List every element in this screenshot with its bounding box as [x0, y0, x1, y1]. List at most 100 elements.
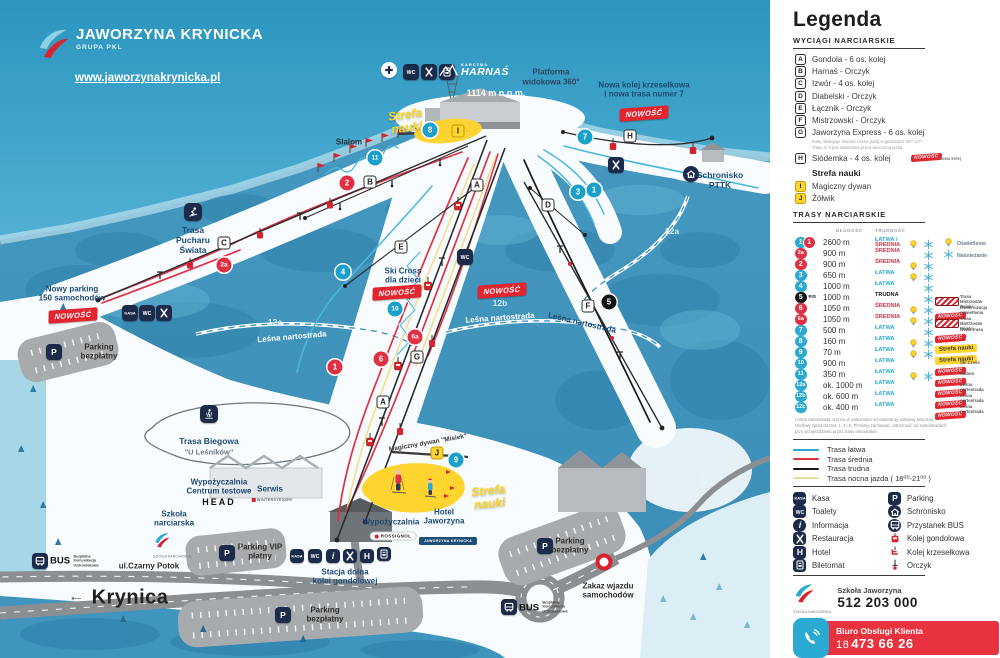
trail-marker-3: 3	[570, 184, 586, 200]
svg-text:P: P	[224, 548, 230, 558]
bus-stop-label: BUS	[49, 555, 71, 567]
trail-difficulty: TRUDNA	[875, 291, 899, 298]
trail-length: 70 m	[823, 348, 841, 358]
lift-letter-badge: E	[795, 102, 806, 114]
trail-length: 1000 m	[823, 282, 850, 292]
restaurant-icon	[421, 64, 437, 80]
parking-icon: P	[275, 607, 291, 623]
trail-length: 900 m	[823, 249, 846, 259]
parking-icon: P	[888, 491, 901, 505]
contact-block: SZKOŁA NARCIARSKA Szkoła Jaworzyna 512 2…	[793, 582, 999, 658]
kasa-icon: KASA	[793, 491, 806, 505]
facility-label: Informacja	[812, 520, 849, 530]
trail-marker-2a: 2a	[216, 257, 232, 273]
hotel-logo: JAWORZYNA KRYNICKA	[418, 537, 478, 545]
xc-trail-name: "U Leśników"	[184, 447, 234, 457]
facility-label: Biletomat	[812, 560, 845, 570]
head-logo: HEAD	[202, 497, 236, 507]
website-link[interactable]: www.jaworzynakrynicka.pl	[75, 72, 221, 84]
school-contact: SZKOŁA NARCIARSKA Szkoła Jaworzyna 512 2…	[793, 582, 990, 614]
school-label: Szkoła Jaworzyna	[837, 586, 902, 596]
mountain-icon	[439, 63, 458, 76]
trail-length: 500 m	[823, 326, 846, 336]
snowmaking-icon	[923, 369, 934, 387]
trail-type-label: Trasa łatwa	[827, 445, 866, 454]
nowosc-badge: NOWOŚĆ	[477, 281, 527, 298]
map-artwork	[0, 0, 770, 658]
facility-label: Orczyk	[907, 560, 932, 570]
trail-length: 900 m	[823, 359, 846, 369]
svg-text:WC: WC	[143, 311, 152, 317]
svg-text:P: P	[280, 610, 286, 620]
trail-note: Trasa Mistrzostw Polski	[960, 294, 983, 310]
trail-length: 1000 m	[823, 293, 850, 303]
gondola-icon	[888, 532, 901, 545]
lifts-heading: WYCIĄGI NARCIARSKIE	[793, 36, 896, 45]
snowmaking-icon	[923, 336, 934, 354]
school-phone[interactable]: 512 203 000	[837, 595, 918, 611]
trail-marker-6: 6	[373, 351, 389, 367]
trail-marker-8: 8	[422, 122, 438, 138]
lift-name: Łącznik - Orczyk	[812, 103, 872, 113]
restaurant-icon	[156, 305, 172, 321]
footnote: Leśna nartostrada czynna w zależności od…	[795, 416, 947, 435]
lift-marker-A: A	[470, 178, 484, 192]
info-icon: i	[326, 549, 340, 563]
facility-label: Toalety	[812, 507, 837, 517]
lift-letter-badge: A	[795, 54, 806, 65]
trail-number-badge: 6a	[795, 313, 807, 326]
svg-text:KASA: KASA	[291, 553, 302, 558]
trail-difficulty: ŚREDNIA	[875, 258, 901, 265]
snowmaking-icon	[923, 270, 934, 288]
snowmaking-key-label: Naśnieżanie	[957, 252, 987, 259]
trail-marker-4: 4	[335, 264, 351, 280]
facility-biletomat: Biletomat	[793, 558, 888, 572]
trail-marker-6a: 6a	[407, 329, 423, 345]
trail-number-badge: 3	[795, 269, 807, 282]
bus-stop-sublabel: Bezpłatna Komunikacja Uzdrowiskowa	[73, 554, 99, 568]
nowosc-badge: NOWOŚĆ	[48, 306, 98, 323]
lift-marker-B: B	[363, 175, 377, 189]
lift-name: Siódemka - 4 os. kolej	[812, 154, 891, 164]
facility-label: Przystanek BUS	[907, 520, 964, 530]
fis-label: FIS	[808, 294, 816, 300]
service-label: Serwis	[257, 484, 283, 494]
trail-type-label: Trasa średnia	[827, 454, 873, 464]
trail-note: Leśna nartostrada	[960, 382, 984, 393]
facility-orczyk: Orczyk	[888, 559, 990, 572]
snowmaking-icon	[923, 259, 934, 277]
lift-marker-A: A	[376, 395, 390, 409]
mistrzostwa-polski-badge	[935, 296, 959, 306]
nowosc-badge: NOWOŚĆ	[619, 104, 669, 121]
lift-marker-E: E	[394, 240, 408, 254]
wc-icon: WC	[457, 249, 473, 265]
trail-difficulty: ŁATWA	[875, 368, 895, 375]
trail-note: Nowa trasa	[960, 327, 983, 333]
hotel-label: Hotel Jaworzyna	[423, 507, 465, 526]
facility-label: Hotel	[812, 547, 831, 557]
free-parking-label: Parking bezpłatny	[80, 342, 118, 361]
trail-note: Modernizacja oświetlenia	[960, 305, 988, 316]
lift-letter-badge: F	[795, 114, 806, 126]
facility-schronisko: Schronisko	[888, 505, 990, 519]
divider	[793, 485, 925, 487]
ski-cross-label: Ski Cross dla dzieci	[384, 266, 422, 285]
legend-lift-E: E Łącznik - Orczyk	[793, 102, 990, 115]
